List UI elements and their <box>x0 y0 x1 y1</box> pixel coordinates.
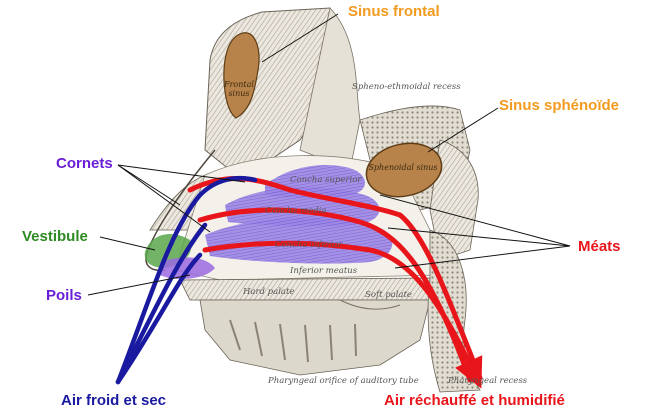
vestibule-label: Vestibule <box>22 228 88 245</box>
concha-superior-label: Concha superior <box>290 175 362 185</box>
cornets-label: Cornets <box>56 155 113 172</box>
cold-air-paths <box>115 175 258 385</box>
frontal-sinus <box>223 32 260 119</box>
meats-label: Méats <box>578 238 621 255</box>
inferior-meatus-label: Inferior meatus <box>290 266 358 276</box>
poils-label: Poils <box>46 287 82 304</box>
soft-palate-label: Soft palate <box>365 290 412 300</box>
sinus-sphenoide-label: Sinus sphénoïde <box>499 97 620 114</box>
frontal-sinus-engraving-label: Frontal sinus <box>224 80 254 98</box>
pointer-lines <box>87 13 571 296</box>
air-rechauffe-label: Air réchauffé et humidifié <box>384 392 565 409</box>
conchae <box>205 165 393 264</box>
pharyngeal-orifice-label: Pharyngeal orifice of auditory tube <box>268 376 419 386</box>
hard-palate-label: Hard palate <box>243 287 295 297</box>
pharyngeal-recess-label: Pharyngeal recess <box>448 376 528 386</box>
concha-inferior-label: Concha inferior <box>275 240 343 250</box>
sphenoid-sinus <box>365 142 443 198</box>
sinus-frontal-label: Sinus frontal <box>348 3 440 20</box>
concha-media-label: Concha media <box>265 206 327 216</box>
spheno-ethmoidal-recess-label: Spheno-ethmoidal recess <box>352 82 461 92</box>
air-froid-label: Air froid et sec <box>61 392 167 409</box>
sphenoidal-sinus-engraving-label: Sphenoidal sinus <box>368 163 438 172</box>
